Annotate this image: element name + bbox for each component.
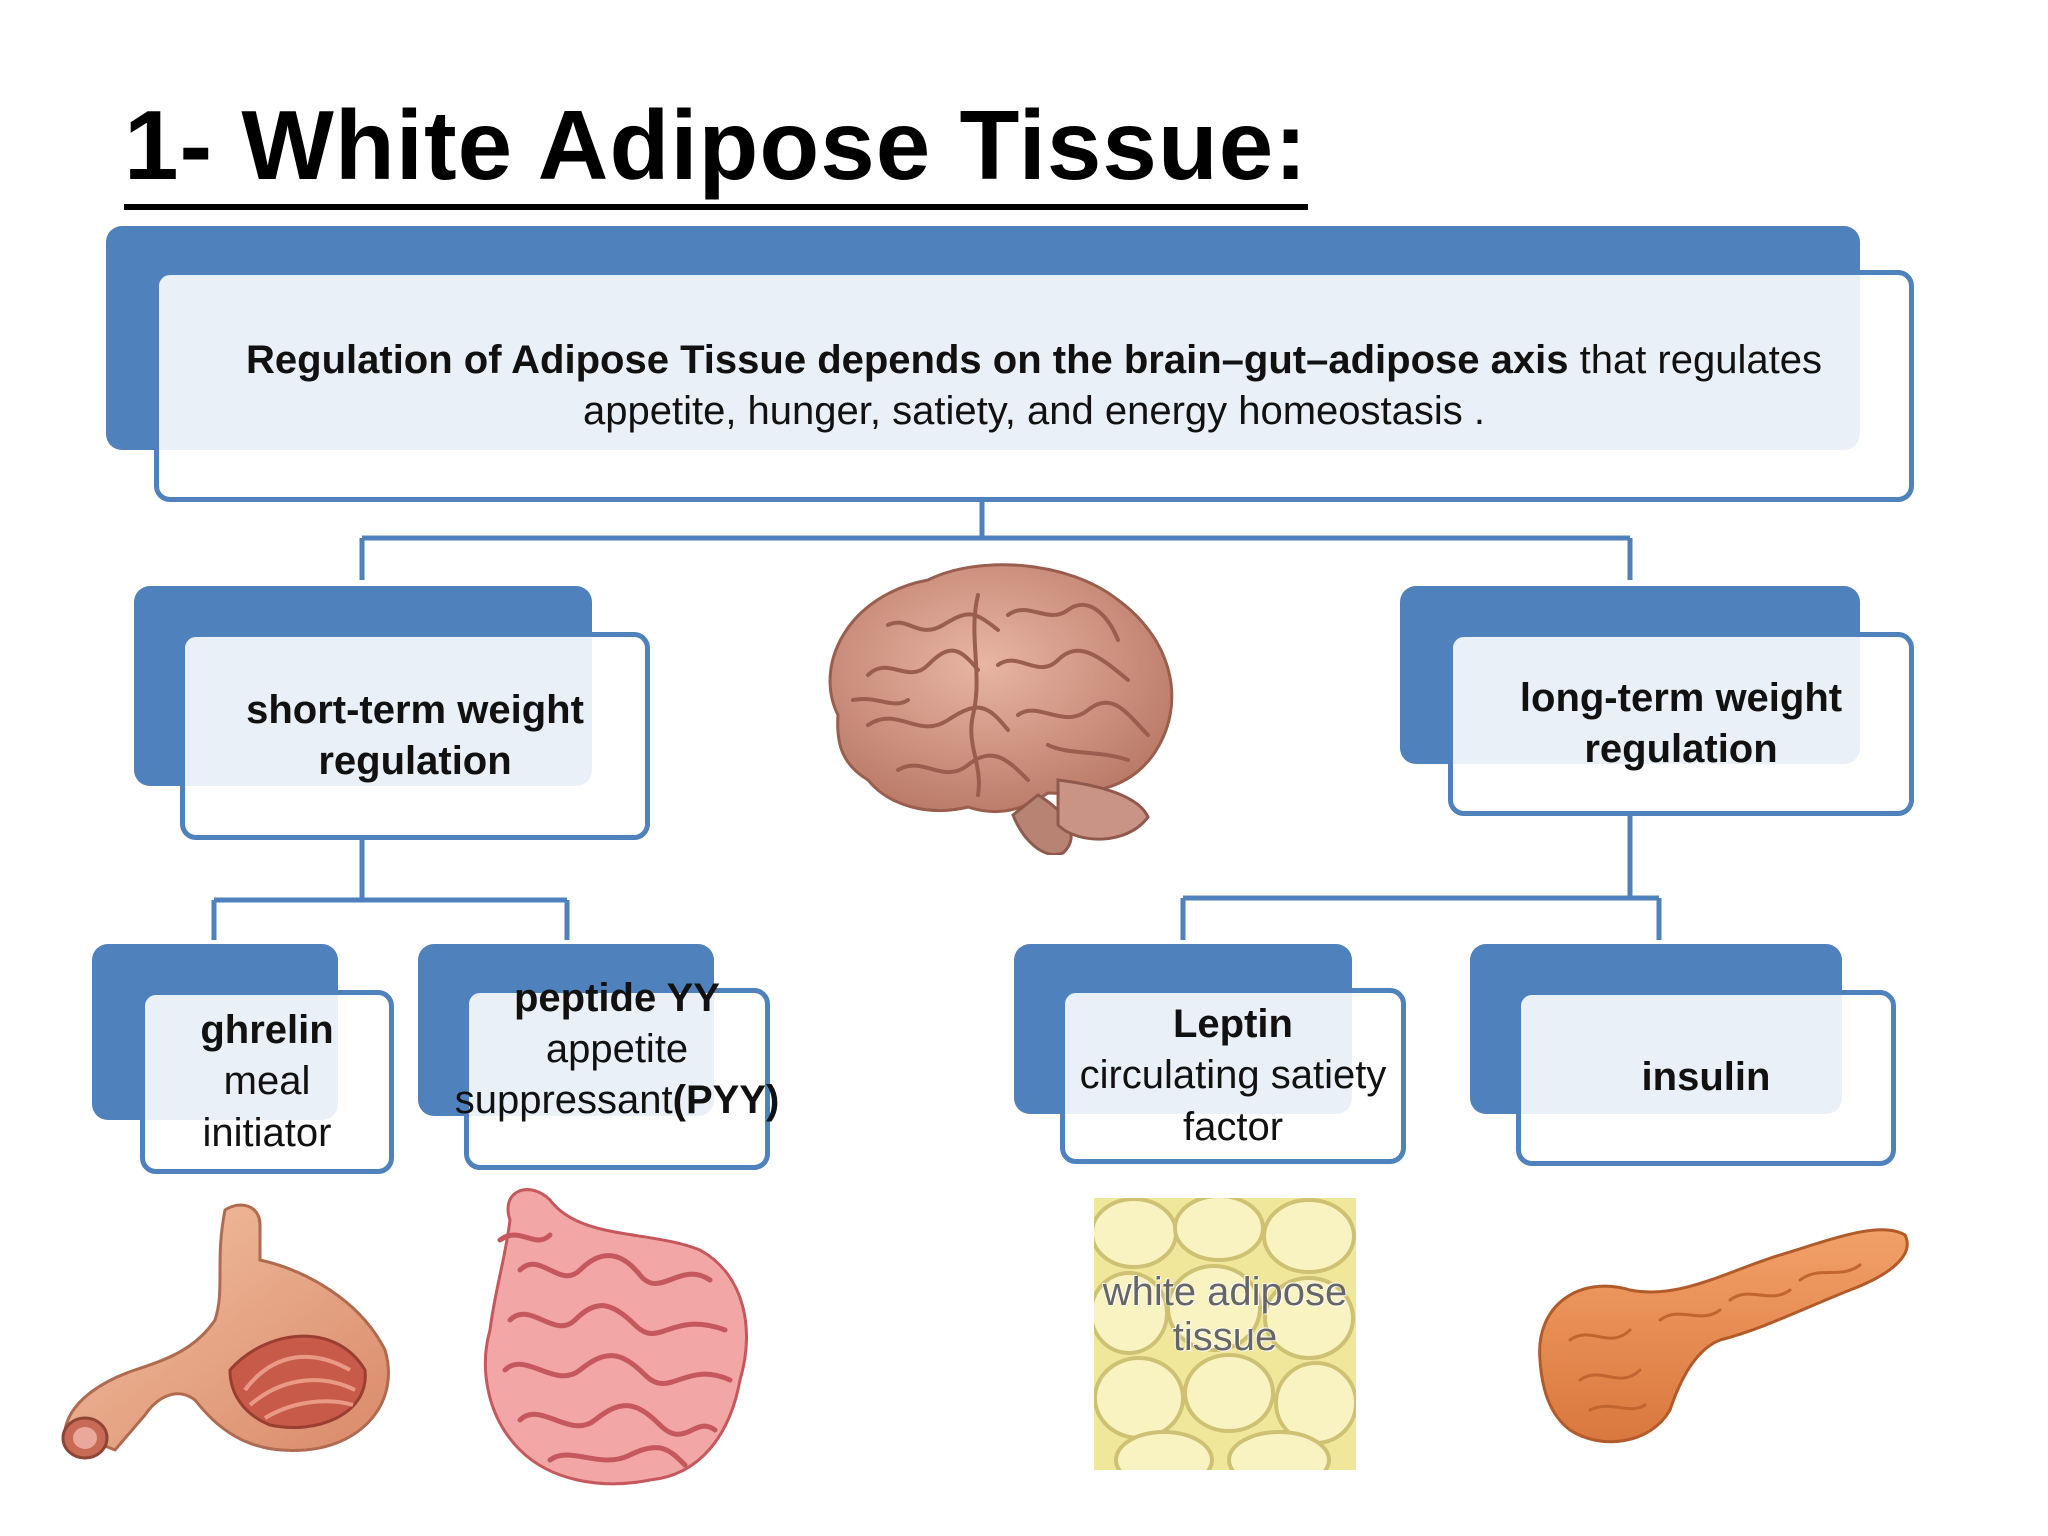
short-term-to-children xyxy=(211,838,570,940)
ghrelin-desc: meal initiator xyxy=(202,1059,332,1155)
leptin-desc: circulating satiety factor xyxy=(1079,1053,1387,1149)
brain-illustration xyxy=(828,563,1174,855)
small-intestine-illustration xyxy=(484,1188,748,1486)
adipose-tissue-image xyxy=(1094,1198,1356,1470)
page-title: 1- White Adipose Tissue: xyxy=(124,91,1308,210)
pancreas-illustration xyxy=(1538,1228,1909,1444)
root-to-branches xyxy=(359,500,1633,580)
short-term-label: short-term weight regulation xyxy=(246,687,584,783)
ghrelin-name: ghrelin xyxy=(200,1008,334,1053)
pyy-name: peptide YY xyxy=(514,976,720,1020)
long-term-label: long-term weight regulation xyxy=(1519,675,1843,771)
root-text: Regulation of Adipose Tissue depends on … xyxy=(246,337,1822,433)
adipose-tissue-label: white adipose tissue xyxy=(1102,1270,1348,1359)
insulin-name: insulin xyxy=(1641,1055,1771,1100)
long-term-to-children xyxy=(1180,815,1662,940)
pyy-desc: appetite suppressant xyxy=(454,1027,689,1123)
stomach-illustration xyxy=(61,1203,390,1460)
pyy-abbr: (PYY) xyxy=(672,1078,780,1123)
leptin-name: Leptin xyxy=(1173,1002,1293,1047)
